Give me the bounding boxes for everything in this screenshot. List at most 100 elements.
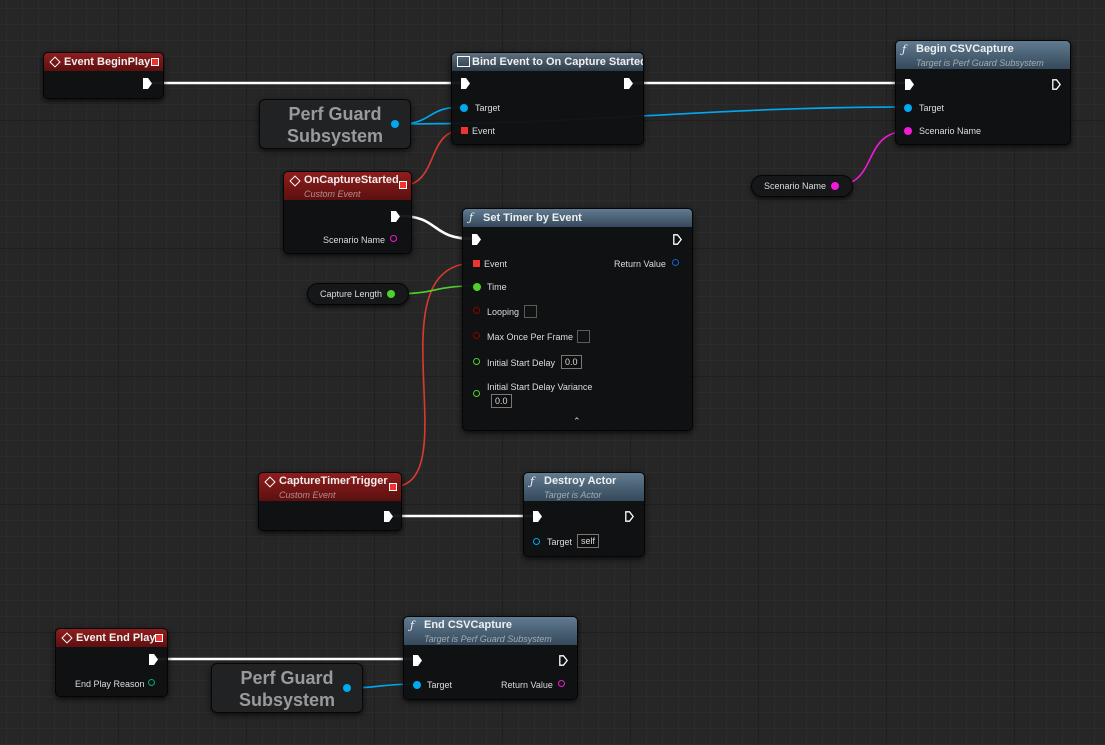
initial-start-delay-pin[interactable] (473, 358, 480, 365)
end-play-reason-label: End Play Reason (75, 679, 145, 689)
scenario-name-label: Scenario Name (919, 126, 982, 136)
target-label: Target (919, 103, 945, 113)
scenario-name-output-pin[interactable] (831, 182, 839, 190)
exec-in-pin[interactable] (461, 78, 470, 89)
on-capture-started-node[interactable]: OnCaptureStarted Custom Event Scenario N… (283, 171, 412, 254)
exec-out-pin[interactable] (625, 511, 634, 522)
capture-length-variable[interactable]: Capture Length (307, 283, 409, 305)
node-title: Set Timer by Event (483, 212, 582, 224)
return-value-label: Return Value (501, 680, 553, 690)
event-beginplay-node[interactable]: Event BeginPlay (43, 52, 164, 99)
looping-label: Looping (487, 307, 520, 317)
target-pin[interactable] (904, 104, 912, 112)
target-label: Target (547, 537, 573, 547)
delegate-square-icon[interactable] (399, 181, 407, 189)
target-pin[interactable] (413, 681, 421, 689)
node-header: OnCaptureStarted Custom Event (284, 172, 411, 200)
end-csvcapture-node[interactable]: ƒ End CSVCapture Target is Perf Guard Su… (403, 616, 578, 700)
function-f-icon: ƒ (530, 475, 535, 488)
exec-out-pin[interactable] (384, 511, 393, 522)
node-title: Event BeginPlay (64, 56, 151, 68)
exec-in-pin[interactable] (905, 79, 914, 90)
max-once-per-frame-pin[interactable] (473, 332, 480, 339)
node-header: Event End Play (56, 629, 167, 647)
node-title: Bind Event to On Capture Started (472, 56, 644, 68)
perf-guard-subsystem-node[interactable]: Perf Guard Subsystem (259, 99, 411, 149)
initial-start-delay-variance-input[interactable]: 0.0 (491, 394, 512, 408)
node-title-line2: Subsystem (286, 126, 384, 146)
return-value-pin[interactable] (672, 259, 679, 266)
exec-out-pin[interactable] (624, 78, 633, 89)
bind-event-node[interactable]: Bind Event to On Capture Started Target … (451, 52, 644, 145)
event-delegate-pin[interactable] (461, 127, 468, 134)
capture-timer-trigger-node[interactable]: CaptureTimerTrigger Custom Event (258, 472, 402, 531)
node-title-line1: Perf Guard (288, 104, 382, 124)
exec-in-pin[interactable] (472, 234, 481, 245)
node-title: Event End Play (76, 632, 156, 644)
destroy-actor-node[interactable]: ƒ Destroy Actor Target is Actor Target s… (523, 472, 645, 557)
max-once-per-frame-checkbox[interactable] (577, 330, 590, 343)
variable-label: Scenario Name (764, 181, 827, 191)
delegate-square-icon[interactable] (151, 58, 159, 66)
exec-in-pin[interactable] (533, 511, 542, 522)
bind-event-icon (457, 56, 470, 67)
subsystem-output-pin[interactable] (343, 684, 351, 692)
node-title-line2: Subsystem (238, 690, 336, 710)
initial-start-delay-input[interactable]: 0.0 (561, 355, 582, 369)
node-subtitle: Custom Event (279, 490, 336, 500)
node-title-line1: Perf Guard (240, 668, 334, 688)
node-header: ƒ Destroy Actor Target is Actor (524, 473, 644, 501)
subsystem-output-pin[interactable] (391, 120, 399, 128)
scenario-name-pin[interactable] (390, 235, 397, 242)
exec-out-pin[interactable] (1052, 79, 1061, 90)
function-f-icon: ƒ (902, 43, 907, 56)
initial-start-delay-label: Initial Start Delay (487, 358, 556, 368)
return-value-pin[interactable] (558, 680, 565, 687)
exec-in-pin[interactable] (413, 655, 422, 666)
target-self-value[interactable]: self (577, 534, 600, 548)
exec-out-pin[interactable] (391, 211, 400, 222)
exec-out-pin[interactable] (559, 655, 568, 666)
event-delegate-pin[interactable] (473, 260, 480, 267)
target-pin[interactable] (533, 538, 540, 545)
event-end-play-node[interactable]: Event End Play End Play Reason (55, 628, 168, 697)
node-header: CaptureTimerTrigger Custom Event (259, 473, 401, 501)
begin-csvcapture-node[interactable]: ƒ Begin CSVCapture Target is Perf Guard … (895, 40, 1071, 145)
node-subtitle: Target is Actor (544, 490, 602, 500)
target-pin[interactable] (460, 104, 468, 112)
diamond-event-icon (264, 476, 276, 488)
time-label: Time (487, 282, 507, 292)
exec-out-pin[interactable] (673, 234, 682, 245)
node-header: ƒ Set Timer by Event (463, 209, 692, 227)
diamond-event-icon (289, 175, 301, 187)
initial-start-delay-variance-label: Initial Start Delay Variance (487, 382, 593, 392)
set-timer-by-event-node[interactable]: ƒ Set Timer by Event Event Return Value … (462, 208, 693, 431)
looping-checkbox[interactable] (524, 305, 537, 318)
delegate-square-icon[interactable] (389, 483, 397, 491)
initial-start-delay-variance-pin[interactable] (473, 390, 480, 397)
node-title: OnCaptureStarted (304, 174, 399, 186)
node-header: ƒ End CSVCapture Target is Perf Guard Su… (404, 617, 577, 645)
scenario-name-pin[interactable] (904, 127, 912, 135)
exec-out-pin[interactable] (149, 654, 158, 665)
target-label: Target (475, 103, 501, 113)
node-title: Destroy Actor (544, 475, 617, 487)
delegate-square-icon[interactable] (155, 634, 163, 642)
function-f-icon: ƒ (410, 619, 415, 632)
node-subtitle: Target is Perf Guard Subsystem (424, 634, 552, 644)
scenario-name-variable[interactable]: Scenario Name (751, 175, 853, 197)
target-label: Target (427, 680, 453, 690)
time-pin[interactable] (473, 283, 481, 291)
event-label: Event (472, 126, 496, 136)
exec-out-pin[interactable] (143, 78, 152, 89)
node-title: Begin CSVCapture (916, 43, 1014, 55)
return-value-label: Return Value (614, 259, 666, 269)
max-once-per-frame-label: Max Once Per Frame (487, 332, 574, 342)
diamond-event-icon (61, 632, 73, 644)
looping-pin[interactable] (473, 307, 480, 314)
perf-guard-subsystem-node[interactable]: Perf Guard Subsystem (211, 663, 363, 713)
capture-length-output-pin[interactable] (387, 290, 395, 298)
variable-label: Capture Length (320, 289, 383, 299)
chevron-up-icon[interactable]: ⌃ (573, 416, 581, 426)
end-play-reason-pin[interactable] (148, 679, 155, 686)
